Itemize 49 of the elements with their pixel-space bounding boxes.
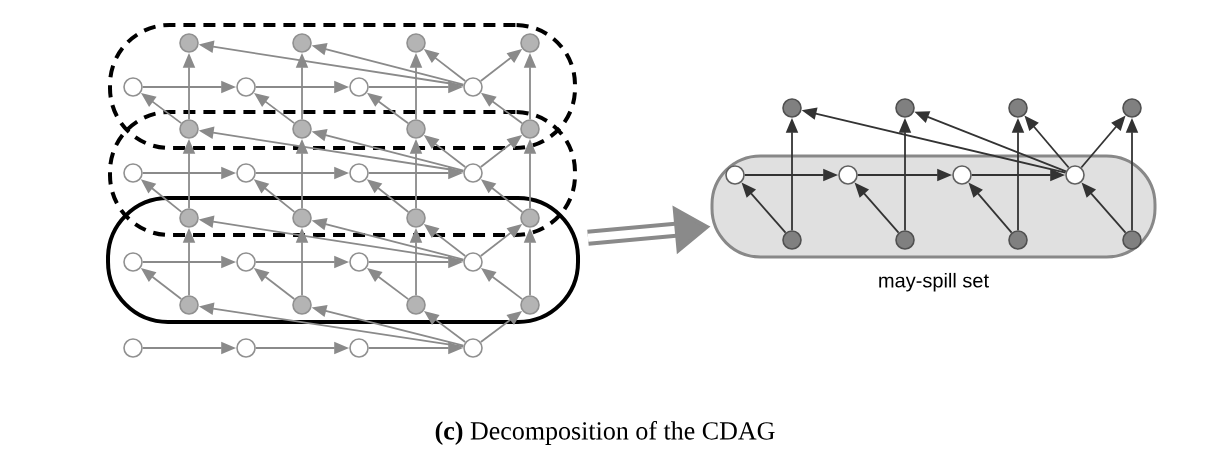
rounded-outline	[106, 196, 580, 324]
circle-node	[292, 295, 312, 315]
circle-node	[406, 208, 426, 228]
dashed-loop	[108, 23, 577, 150]
circle-node	[520, 119, 540, 139]
circle-node	[236, 77, 256, 97]
circle-node	[1122, 98, 1142, 118]
circle-node	[406, 33, 426, 53]
circle-node	[1065, 165, 1085, 185]
circle-node	[406, 295, 426, 315]
circle-node	[406, 119, 426, 139]
circle-node	[123, 77, 143, 97]
circle-node	[895, 98, 915, 118]
circle-node	[463, 163, 483, 183]
circle-node	[349, 77, 369, 97]
circle-node	[123, 163, 143, 183]
caption: (c) Decomposition of the CDAG	[435, 421, 775, 445]
circle-node	[236, 338, 256, 358]
circle-node	[179, 119, 199, 139]
circle-node	[782, 98, 802, 118]
circle-node	[349, 338, 369, 358]
circle-node	[179, 295, 199, 315]
circle-node	[349, 163, 369, 183]
circle-node	[952, 165, 972, 185]
circle-node	[179, 33, 199, 53]
circle-node	[123, 252, 143, 272]
circle-node	[292, 119, 312, 139]
circle-node	[292, 33, 312, 53]
circle-node	[123, 338, 143, 358]
circle-node	[236, 252, 256, 272]
circle-node	[463, 338, 483, 358]
circle-node	[1122, 230, 1142, 250]
circle-node	[520, 208, 540, 228]
circle-node	[520, 295, 540, 315]
circle-node	[838, 165, 858, 185]
circle-node	[349, 252, 369, 272]
circle-node	[1008, 230, 1028, 250]
circle-node	[895, 230, 915, 250]
circle-node	[179, 208, 199, 228]
circle-node	[1008, 98, 1028, 118]
circle-node	[782, 230, 802, 250]
circle-node	[236, 163, 256, 183]
box-label: may-spill set	[879, 272, 989, 292]
circle-node	[725, 165, 745, 185]
circle-node	[463, 252, 483, 272]
circle-node	[292, 208, 312, 228]
dashed-loop	[108, 110, 577, 237]
circle-node	[520, 33, 540, 53]
circle-node	[463, 77, 483, 97]
